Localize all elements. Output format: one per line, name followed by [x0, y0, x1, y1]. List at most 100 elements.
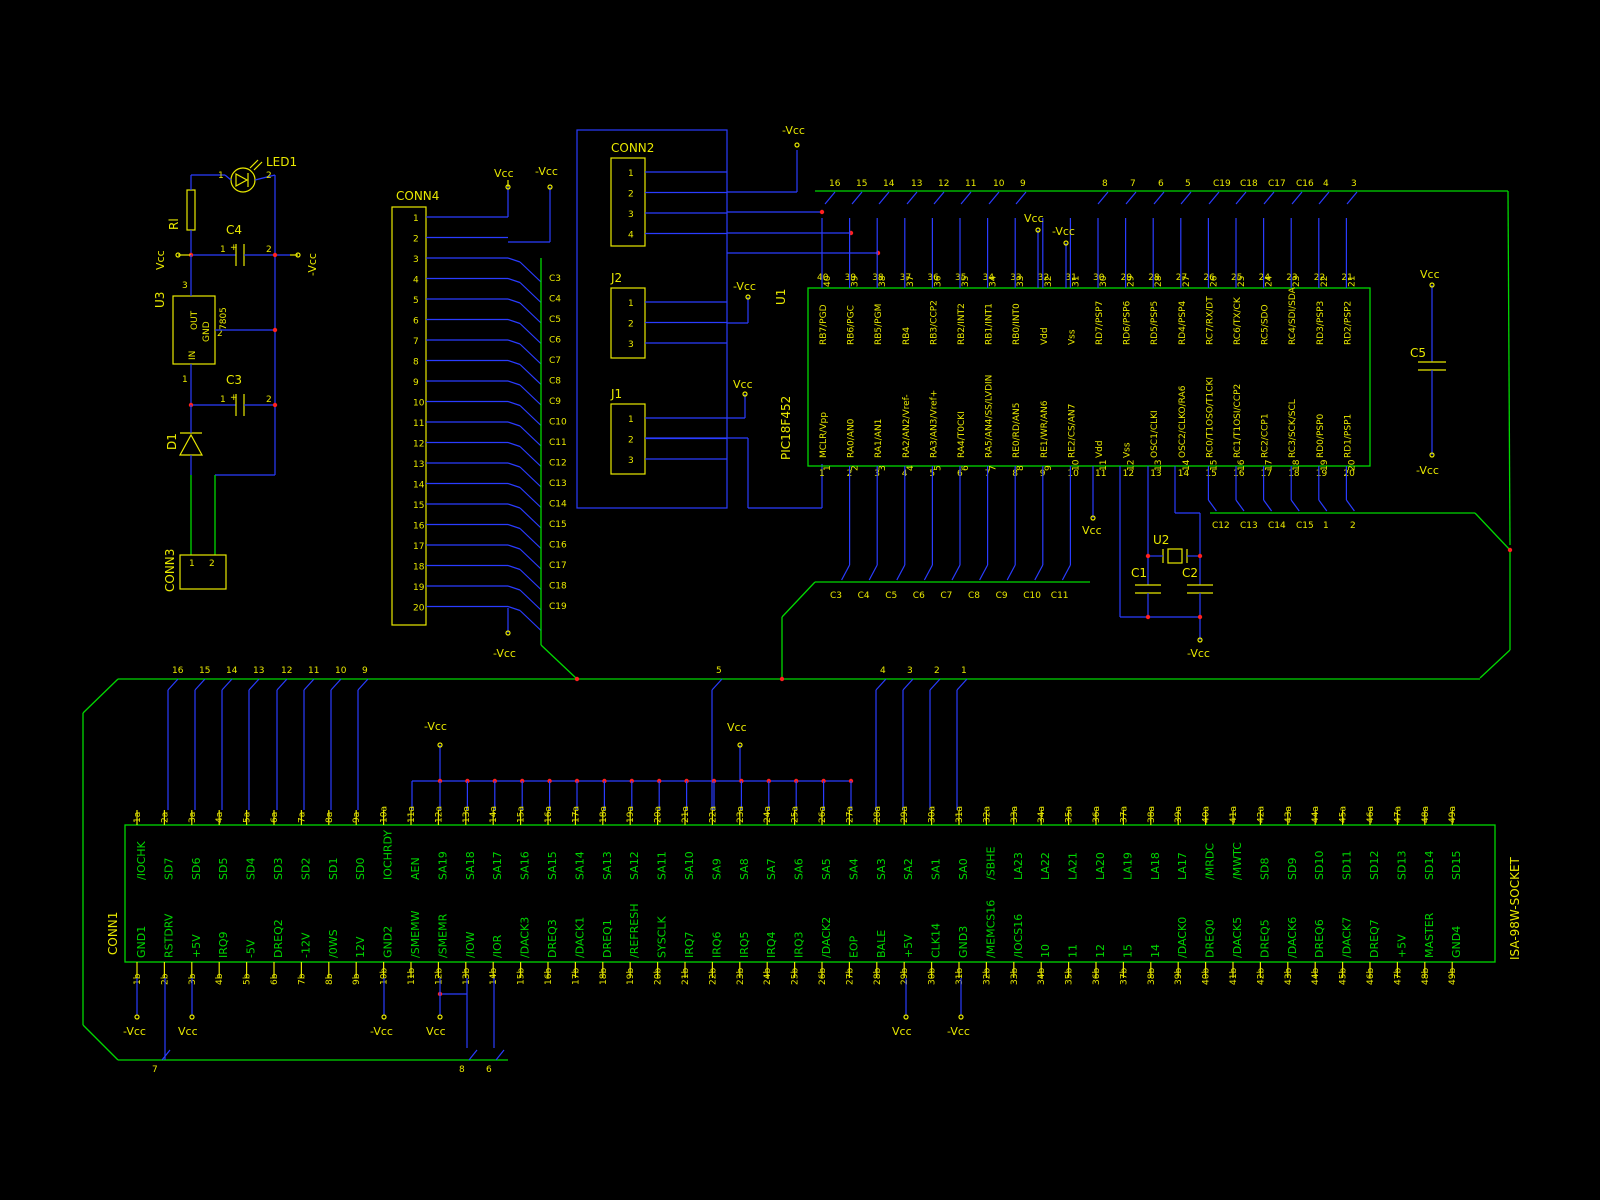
isa-b-pin-25b: 25b	[791, 968, 801, 985]
conn4-pin-2: 2	[413, 235, 419, 245]
isa-bus-top-15: 15	[199, 666, 210, 676]
u1-bot-pin-14: 14	[1178, 469, 1190, 479]
conn4-pin-5: 5	[413, 296, 419, 306]
isa-a-pin-18a: 18a	[599, 806, 609, 823]
isa-b-pin-1b: 1b	[133, 973, 143, 985]
isa-a-name-8a: SD1	[327, 858, 340, 880]
conn4-pin-7: 7	[413, 337, 419, 347]
isa-b-pin-5b: 5b	[243, 973, 253, 985]
isa-a-pin-3a: 3a	[188, 812, 198, 823]
svg-text:1: 1	[220, 245, 226, 255]
isa-a-pin-1a: 1a	[133, 812, 143, 823]
u1-top-name-27: RD4/PSP4	[1178, 300, 1188, 345]
isa-a-pin-39a: 39a	[1174, 806, 1184, 823]
u1-bot-pin-13: 13	[1150, 469, 1161, 479]
u1-bus-bl-C8: C8	[968, 591, 980, 601]
u1-bus-top-15: 15	[856, 179, 867, 189]
svg-text:3: 3	[182, 281, 188, 291]
isa-b-name-40b: DREQ0	[1204, 919, 1217, 958]
j1-label: J1	[610, 387, 622, 401]
pic-u1: U1 PIC18F452 4040RB7/PGD3939RB6/PGC3838R…	[774, 179, 1513, 679]
isa-a-name-15a: SA16	[519, 851, 532, 880]
isa-a-name-9a: SD0	[354, 858, 367, 880]
isa-b-name-7b: -12V	[299, 932, 312, 958]
u1-top-pinb-40: 40	[823, 275, 833, 287]
isa-a-name-33a: LA23	[1012, 852, 1025, 880]
u1-bot-pin-16: 16	[1233, 469, 1245, 479]
isa-a-name-2a: SD7	[162, 858, 175, 880]
conn4-cap-C11: C11	[549, 438, 567, 448]
u1-top-pinb-36: 36	[933, 275, 943, 287]
u1-bot-name-9: RE1/WR/AN6	[1040, 400, 1050, 458]
u1-top-name-23: RC4/SDI/SDA	[1288, 286, 1298, 345]
isa-a-name-47a: SD13	[1395, 851, 1408, 880]
u1-top-pinb-37: 37	[906, 276, 916, 287]
isa-a-pin-26a: 26a	[818, 806, 828, 823]
isa-b-pin-34b: 34b	[1037, 968, 1047, 985]
isa-b-name-44b: DREQ6	[1313, 919, 1326, 958]
j1-pins-1: 1	[628, 415, 634, 425]
oscillator: U2 C1 C2 -Vcc	[1120, 466, 1213, 660]
u2-label: U2	[1153, 533, 1169, 547]
u1-top-pinb-28: 28	[1154, 275, 1164, 287]
conn4-pin-19: 19	[413, 583, 425, 593]
u1-bot-pinb-2: 2	[851, 465, 861, 471]
isa-a-name-20a: SA11	[656, 851, 669, 880]
isa-a-pin-45a: 45a	[1339, 806, 1349, 823]
u1-top-name-25: RC6/TX/CK	[1233, 296, 1243, 345]
u1-top-pin-33: 33	[1010, 273, 1021, 283]
isa-b-pin-7b: 7b	[297, 973, 307, 985]
j2-pins-2: 2	[628, 320, 634, 330]
isa-a-name-41a: /MWTC	[1231, 842, 1244, 880]
isa-a-pin-6a: 6a	[270, 812, 280, 823]
isa-b-pin-14b: 14b	[489, 968, 499, 985]
isa-a-name-17a: SA14	[573, 851, 586, 880]
u1-top-pin-31: 31	[1065, 273, 1076, 283]
isa-pwr-4: Vcc	[892, 1025, 912, 1038]
isa-a-pin-41a: 41a	[1229, 806, 1239, 823]
conn4-cap-C10: C10	[549, 418, 567, 428]
isa-a-pin-35a: 35a	[1065, 806, 1075, 823]
u1-bot-pinb-7: 7	[989, 465, 999, 471]
isa-a-pin-9a: 9a	[352, 812, 362, 823]
isa-a-name-40a: /MRDC	[1204, 843, 1217, 880]
isa-b-name-20b: SYSCLK	[656, 916, 669, 958]
conn4-cap-C19: C19	[549, 602, 567, 612]
u1-bot-pinb-3: 3	[878, 465, 888, 471]
isa-bus-top-12: 12	[281, 666, 292, 676]
u1-bot-pinb-19: 19	[1320, 459, 1330, 471]
isa-a-name-32a: /SBHE	[984, 846, 997, 880]
u1-bot-pinb-12: 12	[1127, 460, 1137, 471]
svg-text:2: 2	[266, 245, 272, 255]
u1-bus-top-3: 3	[1351, 179, 1357, 189]
isa-part: ISA-98W-SOCKET	[1508, 856, 1522, 960]
isa-b-name-37b: 15	[1121, 944, 1134, 958]
isa-pwr-5: -Vcc	[947, 1025, 970, 1038]
conn4-pin-15: 15	[413, 501, 424, 511]
u1-top-name-37: RB4	[902, 327, 912, 345]
isa-b-pin-35b: 35b	[1065, 968, 1075, 985]
u1-bus-top-C19: C19	[1213, 179, 1231, 189]
isa-a-name-27a: SA4	[847, 858, 860, 880]
u1-bus-br-1: 1	[1323, 521, 1329, 531]
isa-a-pin-5a: 5a	[243, 812, 253, 823]
isa-a-name-18a: SA13	[601, 851, 614, 880]
led-pin1: 1	[218, 171, 224, 181]
u1-top-name-34: RB1/INT1	[985, 303, 995, 345]
isa-a-pin-25a: 25a	[791, 806, 801, 823]
u1-bus-top-16: 16	[829, 179, 841, 189]
isa-a-name-28a: SA3	[875, 858, 888, 880]
power-supply: Rl 1 2 LED1 C4 1 + 2 -Vcc Vcc	[153, 155, 319, 592]
u1-top-pinb-33: 33	[1016, 276, 1026, 287]
u1-bot-pinb-4: 4	[906, 465, 916, 471]
c5-vcc: Vcc	[1420, 268, 1440, 281]
isa-b-name-1b: GND1	[135, 926, 148, 958]
u1-bot-pinb-5: 5	[933, 465, 943, 471]
isa-b-name-38b: 14	[1149, 944, 1162, 958]
isa-a-name-46a: SD12	[1368, 851, 1381, 880]
u1-top-name-38: RB5/PGM	[874, 304, 884, 345]
isa-a-name-19a: SA12	[628, 851, 641, 880]
u1-bot-name-5: RA3/AN3/Vref+	[929, 390, 939, 458]
u1-bus-br-C15: C15	[1296, 521, 1314, 531]
